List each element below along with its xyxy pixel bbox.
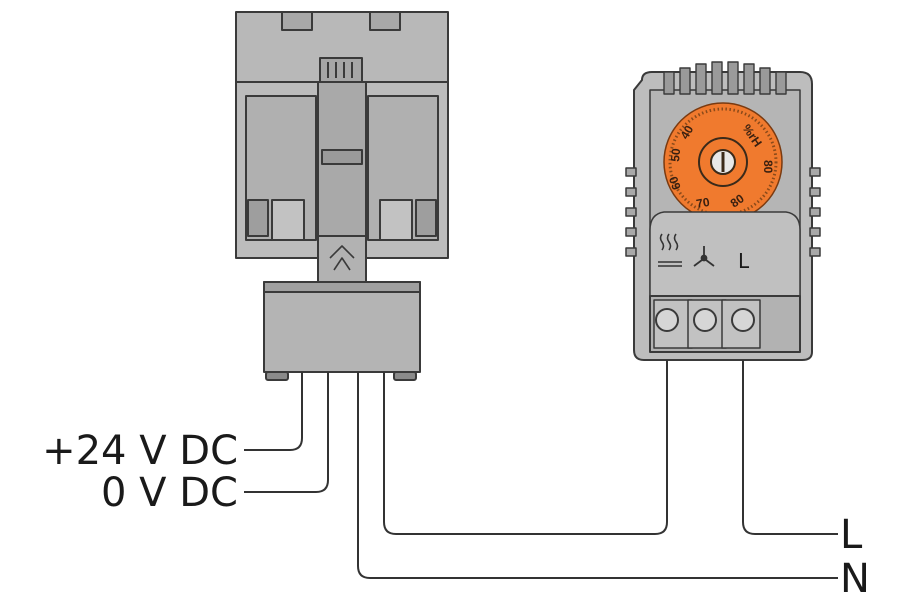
wire-link [383,360,668,535]
dial-label-70: 70 [695,195,711,211]
base-rim [263,281,421,293]
fan-icon [693,246,715,267]
wire-zero [244,372,329,493]
latch-left-b [271,199,305,241]
terminal-screw-2 [693,308,717,332]
symbol-panel [649,211,801,297]
center-column [317,81,367,259]
label-N: N [840,556,870,600]
wires [244,360,838,579]
terminal-L-symbol: L [738,249,750,273]
hygrostat [625,61,821,361]
power-unit-base [263,281,421,373]
terminal-screw-1 [655,308,679,332]
side-ribs-right [809,167,821,257]
heater-icon [658,233,682,267]
side-ribs-left [625,167,637,257]
wire-N [357,372,838,579]
top-connector [319,57,363,83]
foot-left [265,371,289,381]
wire-L [742,360,838,535]
top-clip-left [281,11,313,31]
wire-plus24 [244,372,303,451]
dial-label-80-right: 80 [761,160,775,174]
dial-label-40: 40 [677,123,696,142]
latch-left-a [247,199,269,237]
latch-right-b [379,199,413,241]
label-plus24vdc: +24 V DC [42,428,238,474]
arrow-mark [329,245,355,271]
power-unit [235,11,449,381]
latch-right-a [415,199,437,237]
label-L: L [840,512,863,558]
center-slot [321,149,363,165]
dial-label-50: 50 [668,147,683,162]
terminal-screw-3 [731,308,755,332]
dial-label-60: 60 [666,174,684,192]
vent-grill [663,61,787,95]
dial-tick-ring [668,107,778,217]
label-0vdc: 0 V DC [101,470,238,516]
top-clip-right [369,11,401,31]
foot-right [393,371,417,381]
